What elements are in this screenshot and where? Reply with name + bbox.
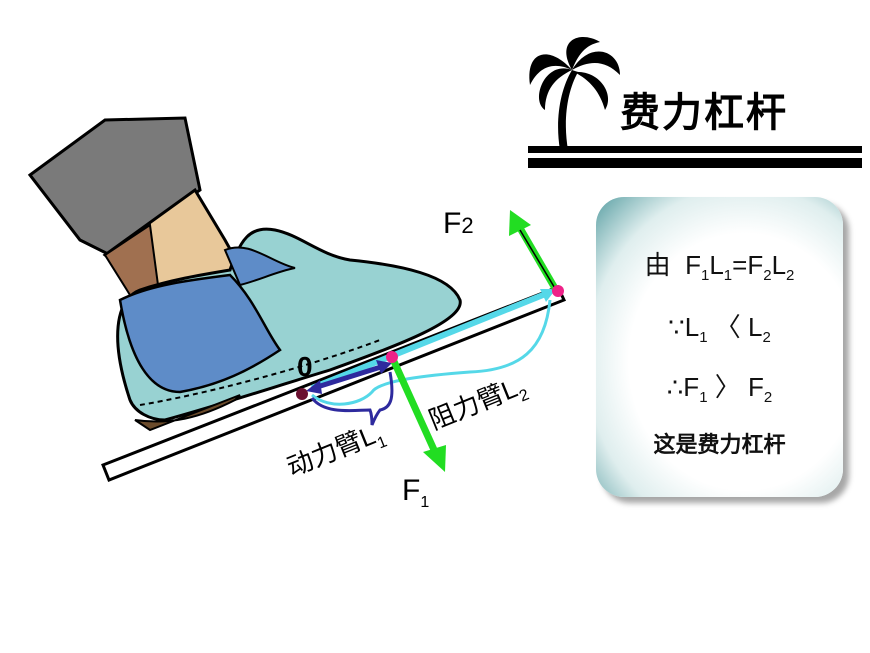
f2-application-point — [552, 285, 564, 297]
palm-tree-icon — [528, 37, 862, 168]
page-title: 费力杠杆 — [620, 90, 788, 136]
label-f1: F1 — [402, 474, 430, 511]
label-pivot: 0 — [297, 351, 313, 382]
formula-line-2: ∵L1 〈 L2 — [668, 312, 771, 346]
power-arm — [306, 360, 394, 426]
force-f2-arrow — [509, 210, 560, 292]
resistance-arm — [310, 289, 556, 406]
shoe — [116, 227, 462, 432]
formula-line-1: 由 F1L1=F2L2 — [644, 250, 795, 284]
force-f1-arrow — [388, 355, 446, 472]
pivot-point — [296, 388, 308, 400]
label-f2: F2 — [443, 207, 474, 240]
conclusion-text: 这是费力杠杆 — [653, 433, 786, 458]
formula-box: 由 F1L1=F2L2 ∵L1 〈 L2 ∴F1 〉 F2 这是费力杠杆 — [596, 197, 843, 497]
formula-line-3: ∴F1 〉 F2 — [666, 372, 773, 406]
trouser-leg — [27, 116, 202, 257]
f1-application-point — [386, 351, 398, 363]
